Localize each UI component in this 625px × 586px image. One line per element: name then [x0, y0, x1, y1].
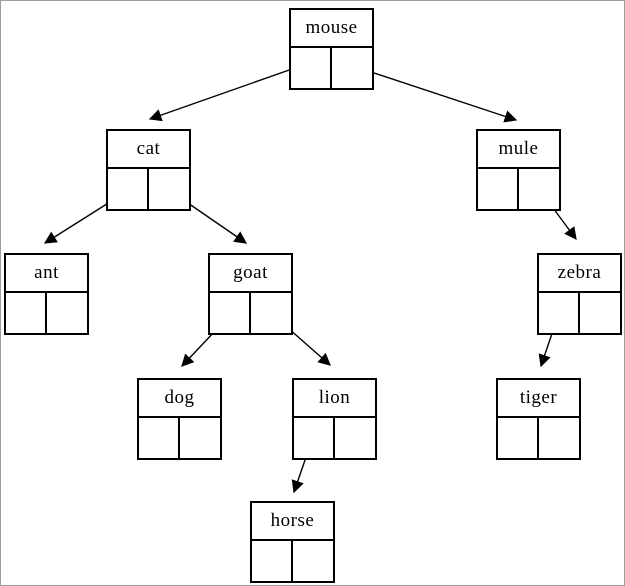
node-tiger-right-pointer-cell [539, 418, 580, 458]
node-label-mule: mule [478, 131, 559, 169]
node-label-mouse: mouse [291, 10, 372, 48]
node-dog-right-pointer-cell [180, 418, 221, 458]
tree-node-goat: goat [208, 253, 293, 335]
node-ant-right-pointer-cell [47, 293, 88, 333]
node-mouse-right-pointer-cell [332, 48, 373, 88]
node-label-cat: cat [108, 131, 189, 169]
node-mouse-left-pointer-cell [291, 48, 332, 88]
node-lion-right-pointer-cell [335, 418, 376, 458]
edge-mouse-to-cat [148, 61, 313, 122]
node-goat-right-pointer-cell [251, 293, 292, 333]
node-label-ant: ant [6, 255, 87, 293]
node-label-zebra: zebra [539, 255, 620, 293]
node-horse-right-pointer-cell [293, 541, 334, 581]
node-label-horse: horse [252, 503, 333, 541]
tree-node-cat: cat [106, 129, 191, 211]
node-label-tiger: tiger [498, 380, 579, 418]
tree-node-lion: lion [292, 378, 377, 460]
tree-node-dog: dog [137, 378, 222, 460]
node-cat-right-pointer-cell [149, 169, 190, 209]
node-zebra-left-pointer-cell [539, 293, 580, 333]
node-tiger-left-pointer-cell [498, 418, 539, 458]
tree-node-mule: mule [476, 129, 561, 211]
node-goat-left-pointer-cell [210, 293, 251, 333]
node-mule-left-pointer-cell [478, 169, 519, 209]
tree-node-horse: horse [250, 501, 335, 583]
edge-mouse-to-mule [352, 65, 518, 123]
node-cat-left-pointer-cell [108, 169, 149, 209]
node-lion-left-pointer-cell [294, 418, 335, 458]
node-dog-left-pointer-cell [139, 418, 180, 458]
node-mule-right-pointer-cell [519, 169, 560, 209]
tree-node-mouse: mouse [289, 8, 374, 90]
tree-node-zebra: zebra [537, 253, 622, 335]
tree-node-tiger: tiger [496, 378, 581, 460]
tree-node-ant: ant [4, 253, 89, 335]
node-zebra-right-pointer-cell [580, 293, 621, 333]
node-label-lion: lion [294, 380, 375, 418]
node-label-goat: goat [210, 255, 291, 293]
node-ant-left-pointer-cell [6, 293, 47, 333]
node-horse-left-pointer-cell [252, 541, 293, 581]
node-label-dog: dog [139, 380, 220, 418]
